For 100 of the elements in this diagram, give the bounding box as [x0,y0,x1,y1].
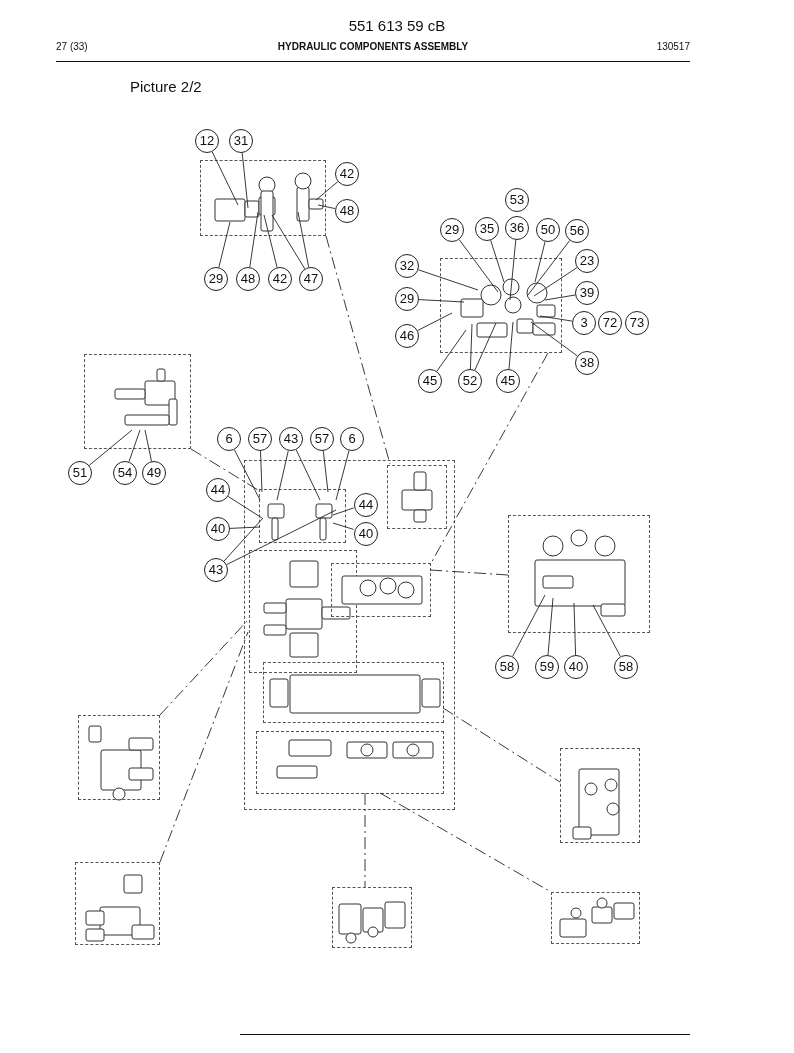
dashed-frame [560,748,640,843]
callout-number: 50 [536,218,560,242]
leader-line [317,204,336,210]
document-number: 551 613 59 cB [348,17,446,34]
leader-line [144,429,152,462]
page-title: HYDRAULIC COMPONENTS ASSEMBLY [277,41,469,52]
leader-line [512,594,546,657]
leader-line [322,450,329,493]
callout-number: 54 [113,461,137,485]
leader-line [509,239,517,301]
callout-number: 29 [204,267,228,291]
leader-line [229,526,261,529]
leader-line [418,299,465,303]
callout-number: 42 [335,162,359,186]
callout-number: 47 [299,267,323,291]
callout-number: 45 [418,369,442,393]
callout-number: 40 [564,655,588,679]
callout-number: 56 [565,219,589,243]
callout-number: 48 [236,267,260,291]
leader-line [417,269,479,291]
page-number: 27 (33) [56,41,88,52]
callout-number: 12 [195,129,219,153]
callout-number: 58 [495,655,519,679]
leader-line [592,604,621,657]
dashed-frame [200,160,326,236]
connector-line [190,448,259,491]
dashed-frame [256,731,444,794]
leader-line [332,507,355,516]
leader-line [533,267,578,297]
leader-line [508,321,514,370]
leader-line [544,294,576,301]
callout-number: 43 [204,558,228,582]
leader-line [223,517,264,562]
leader-line [469,323,473,370]
leader-line [297,211,310,268]
leader-line [211,151,239,206]
leader-line [490,239,505,283]
callout-number: 53 [505,188,529,212]
leader-line [276,450,289,501]
callout-number: 51 [68,461,92,485]
dashed-frame [244,460,455,810]
dashed-frame [84,354,191,449]
callout-number: 3 [572,311,596,335]
dashed-frame [440,258,562,353]
leader-line [458,239,499,293]
connector-line [429,569,509,576]
callout-number: 46 [395,324,419,348]
leader-line [332,522,354,530]
leader-line [128,429,141,463]
leader-line [227,495,263,519]
callout-number: 6 [217,427,241,451]
callout-number: 32 [395,254,419,278]
callout-number: 72 [598,311,622,335]
dashed-frame [259,489,346,543]
callout-number: 35 [475,217,499,241]
leader-line [547,597,554,656]
callout-number: 40 [354,522,378,546]
leader-line [271,214,306,270]
callout-number: 57 [248,427,272,451]
callout-number: 49 [142,461,166,485]
callout-number: 42 [268,267,292,291]
leader-line [249,211,259,268]
callout-number: 44 [206,478,230,502]
connector-line [364,792,366,888]
leader-line [260,450,263,493]
dashed-frame [551,892,640,944]
leader-line [417,312,453,331]
connector-line [159,631,249,863]
dashed-frame [78,715,160,800]
leader-line [88,429,133,466]
callout-number: 43 [279,427,303,451]
callout-number: 48 [335,199,359,223]
callout-number: 59 [535,655,559,679]
callout-number: 45 [496,369,520,393]
callout-number: 38 [575,351,599,375]
callout-number: 29 [395,287,419,311]
callout-number: 29 [440,218,464,242]
dashed-frame [331,563,431,617]
leader-line [539,315,573,322]
leader-line [527,240,571,296]
callout-number: 23 [575,249,599,273]
callout-number: 58 [614,655,638,679]
callout-number: 44 [354,493,378,517]
leader-line [530,321,578,357]
callout-number: 31 [229,129,253,153]
leader-line [241,152,249,209]
leader-line [295,449,321,501]
leader-line [436,329,467,372]
connector-line [325,235,391,465]
picture-caption: Picture 2/2 [130,78,202,95]
leader-line [226,509,337,566]
leader-line [263,214,278,268]
connector-line [159,619,249,716]
callout-number: 39 [575,281,599,305]
leader-line [315,181,339,201]
leader-line [573,602,577,656]
dashed-frame [263,662,444,723]
callout-number: 73 [625,311,649,335]
leader-line [218,221,231,268]
callout-number: 6 [340,427,364,451]
